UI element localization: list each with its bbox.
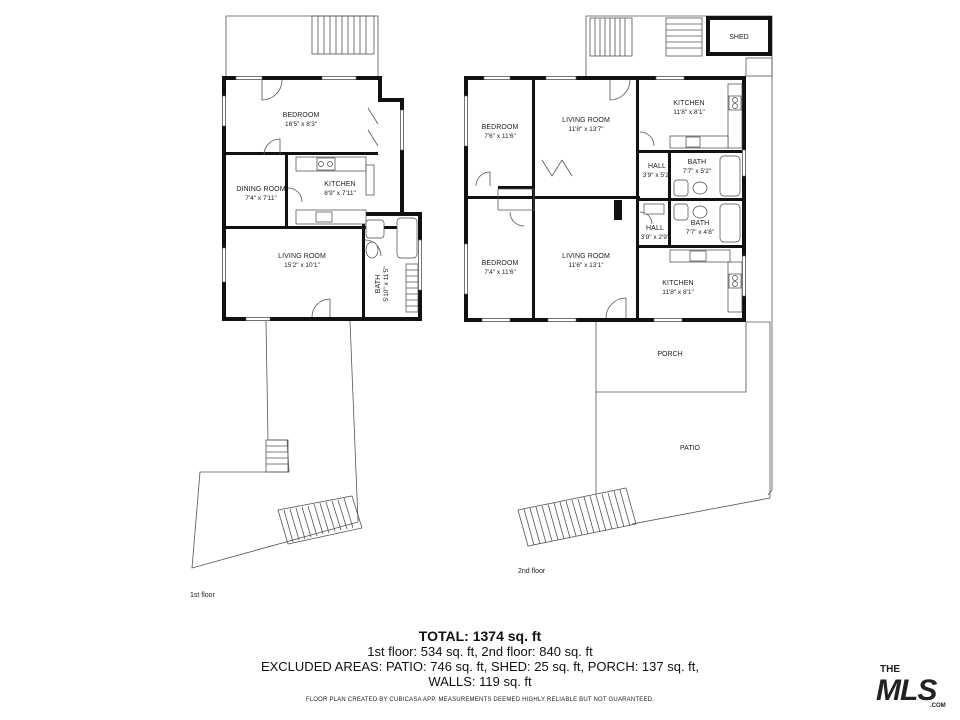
room-dim-second-hall-lower: 3'9" x 2'9"	[641, 234, 670, 241]
first-floor-kitchen-fixtures	[295, 156, 375, 225]
room-dim-second-living-room-top: 11'8" x 13'7"	[568, 126, 604, 133]
room-name-second-kitchen-bottom: KITCHEN	[662, 280, 693, 287]
room-name-second-hall-upper: HALL	[648, 163, 666, 170]
first-floor-label: 1st floor	[190, 592, 216, 599]
room-dim-second-bath-upper: 7'7" x 5'2"	[683, 168, 712, 175]
total-area: TOTAL: 1374 sq. ft	[418, 628, 542, 644]
patio-stairs	[517, 487, 637, 547]
room-dim-first-bath: 5'10" x 11'5"	[383, 266, 390, 302]
room-name-second-living-room-bottom: LIVING ROOM	[562, 253, 610, 260]
first-floor-top-deck	[225, 15, 379, 78]
first-floor-top-stairs	[311, 15, 375, 55]
logo-domain: .COM	[930, 703, 946, 709]
room-dim-first-dining-room: 7'4" x 7'11"	[245, 195, 277, 202]
second-floor-kitchen-bottom-fixtures	[669, 249, 743, 313]
room-dim-second-hall-upper: 3'9" x 5'2"	[643, 172, 672, 179]
room-name-second-bedroom-bottom: BEDROOM	[482, 260, 519, 267]
first-floor-side-stairs	[265, 439, 289, 473]
room-name-second-kitchen-top: KITCHEN	[673, 100, 704, 107]
excluded-areas: EXCLUDED AREAS: PATIO: 746 sq. ft, SHED:…	[260, 659, 700, 674]
first-floor-doors	[261, 79, 382, 318]
room-name-second-hall-lower: HALL	[646, 225, 664, 232]
room-name-first-kitchen: KITCHEN	[324, 181, 355, 188]
first-floor-lower-stairs	[277, 495, 363, 545]
logo-the: THE	[880, 664, 900, 675]
room-name-first-dining-room: DINING ROOM	[236, 186, 285, 193]
room-name-second-bedroom-top: BEDROOM	[482, 124, 519, 131]
room-name-second-bath-upper: BATH	[688, 159, 707, 166]
shed-label: SHED	[729, 34, 748, 41]
first-floor-lower-deck	[191, 320, 363, 569]
room-dim-second-bedroom-top: 7'6" x 11'6"	[484, 133, 516, 140]
room-name-first-bath: BATH	[375, 275, 382, 294]
second-floor-bath-lower-fixtures	[643, 203, 741, 243]
room-dim-second-kitchen-top: 11'8" x 8'1"	[673, 109, 705, 116]
second-floor-plan: SHED	[464, 15, 773, 575]
disclaimer: FLOOR PLAN CREATED BY CUBICASA APP. MEAS…	[305, 697, 655, 703]
logo-mls: MLS	[876, 674, 937, 707]
walls-area: WALLS: 119 sq. ft	[428, 674, 532, 689]
side-gate	[745, 57, 773, 77]
shed: SHED	[706, 16, 772, 56]
room-dim-second-kitchen-bottom: 11'8" x 8'1"	[662, 289, 694, 296]
porch-area: PORCH	[595, 322, 747, 393]
second-floor-walls	[464, 76, 746, 322]
room-name-second-living-room-top: LIVING ROOM	[562, 117, 610, 124]
patio-area: PATIO	[517, 321, 771, 547]
side-walkway-outline	[767, 58, 773, 496]
second-floor-doors	[475, 79, 655, 319]
second-floor-windows	[464, 76, 746, 322]
second-floor-bath-upper-fixtures	[673, 155, 741, 197]
room-name-first-bedroom: BEDROOM	[283, 112, 320, 119]
second-floor-top-stairs-right	[665, 17, 703, 57]
room-name-second-bath-lower: BATH	[691, 220, 710, 227]
porch-label: PORCH	[657, 351, 682, 358]
room-dim-first-bedroom: 16'5" x 8'3"	[285, 121, 318, 128]
room-dim-second-bedroom-bottom: 7'4" x 11'6"	[484, 269, 516, 276]
room-dim-second-living-room-bottom: 11'6" x 13'1"	[568, 262, 604, 269]
room-name-first-living-room: LIVING ROOM	[278, 253, 326, 260]
first-floor-windows	[222, 76, 422, 321]
patio-label: PATIO	[680, 445, 701, 452]
first-bath-label-group: BATH 5'10" x 11'5"	[375, 266, 390, 302]
floor-areas: 1st floor: 534 sq. ft, 2nd floor: 840 sq…	[367, 644, 593, 659]
room-dim-first-kitchen: 8'9" x 7'11"	[324, 190, 356, 197]
second-floor-label: 2nd floor	[518, 568, 546, 575]
first-floor-plan: BEDROOM 16'5" x 8'3" DINING ROOM 7'4" x …	[190, 15, 422, 599]
room-dim-first-living-room: 15'2" x 10'1"	[284, 262, 320, 269]
second-floor-top-area: SHED	[585, 15, 773, 76]
mls-logo: THE MLS .COM	[872, 660, 952, 710]
first-floor-bath-fixtures	[365, 217, 419, 313]
second-floor-kitchen-top-fixtures	[669, 83, 743, 149]
second-floor-top-stairs-left	[589, 17, 633, 57]
room-dim-second-bath-lower: 7'7" x 4'8"	[686, 229, 715, 236]
